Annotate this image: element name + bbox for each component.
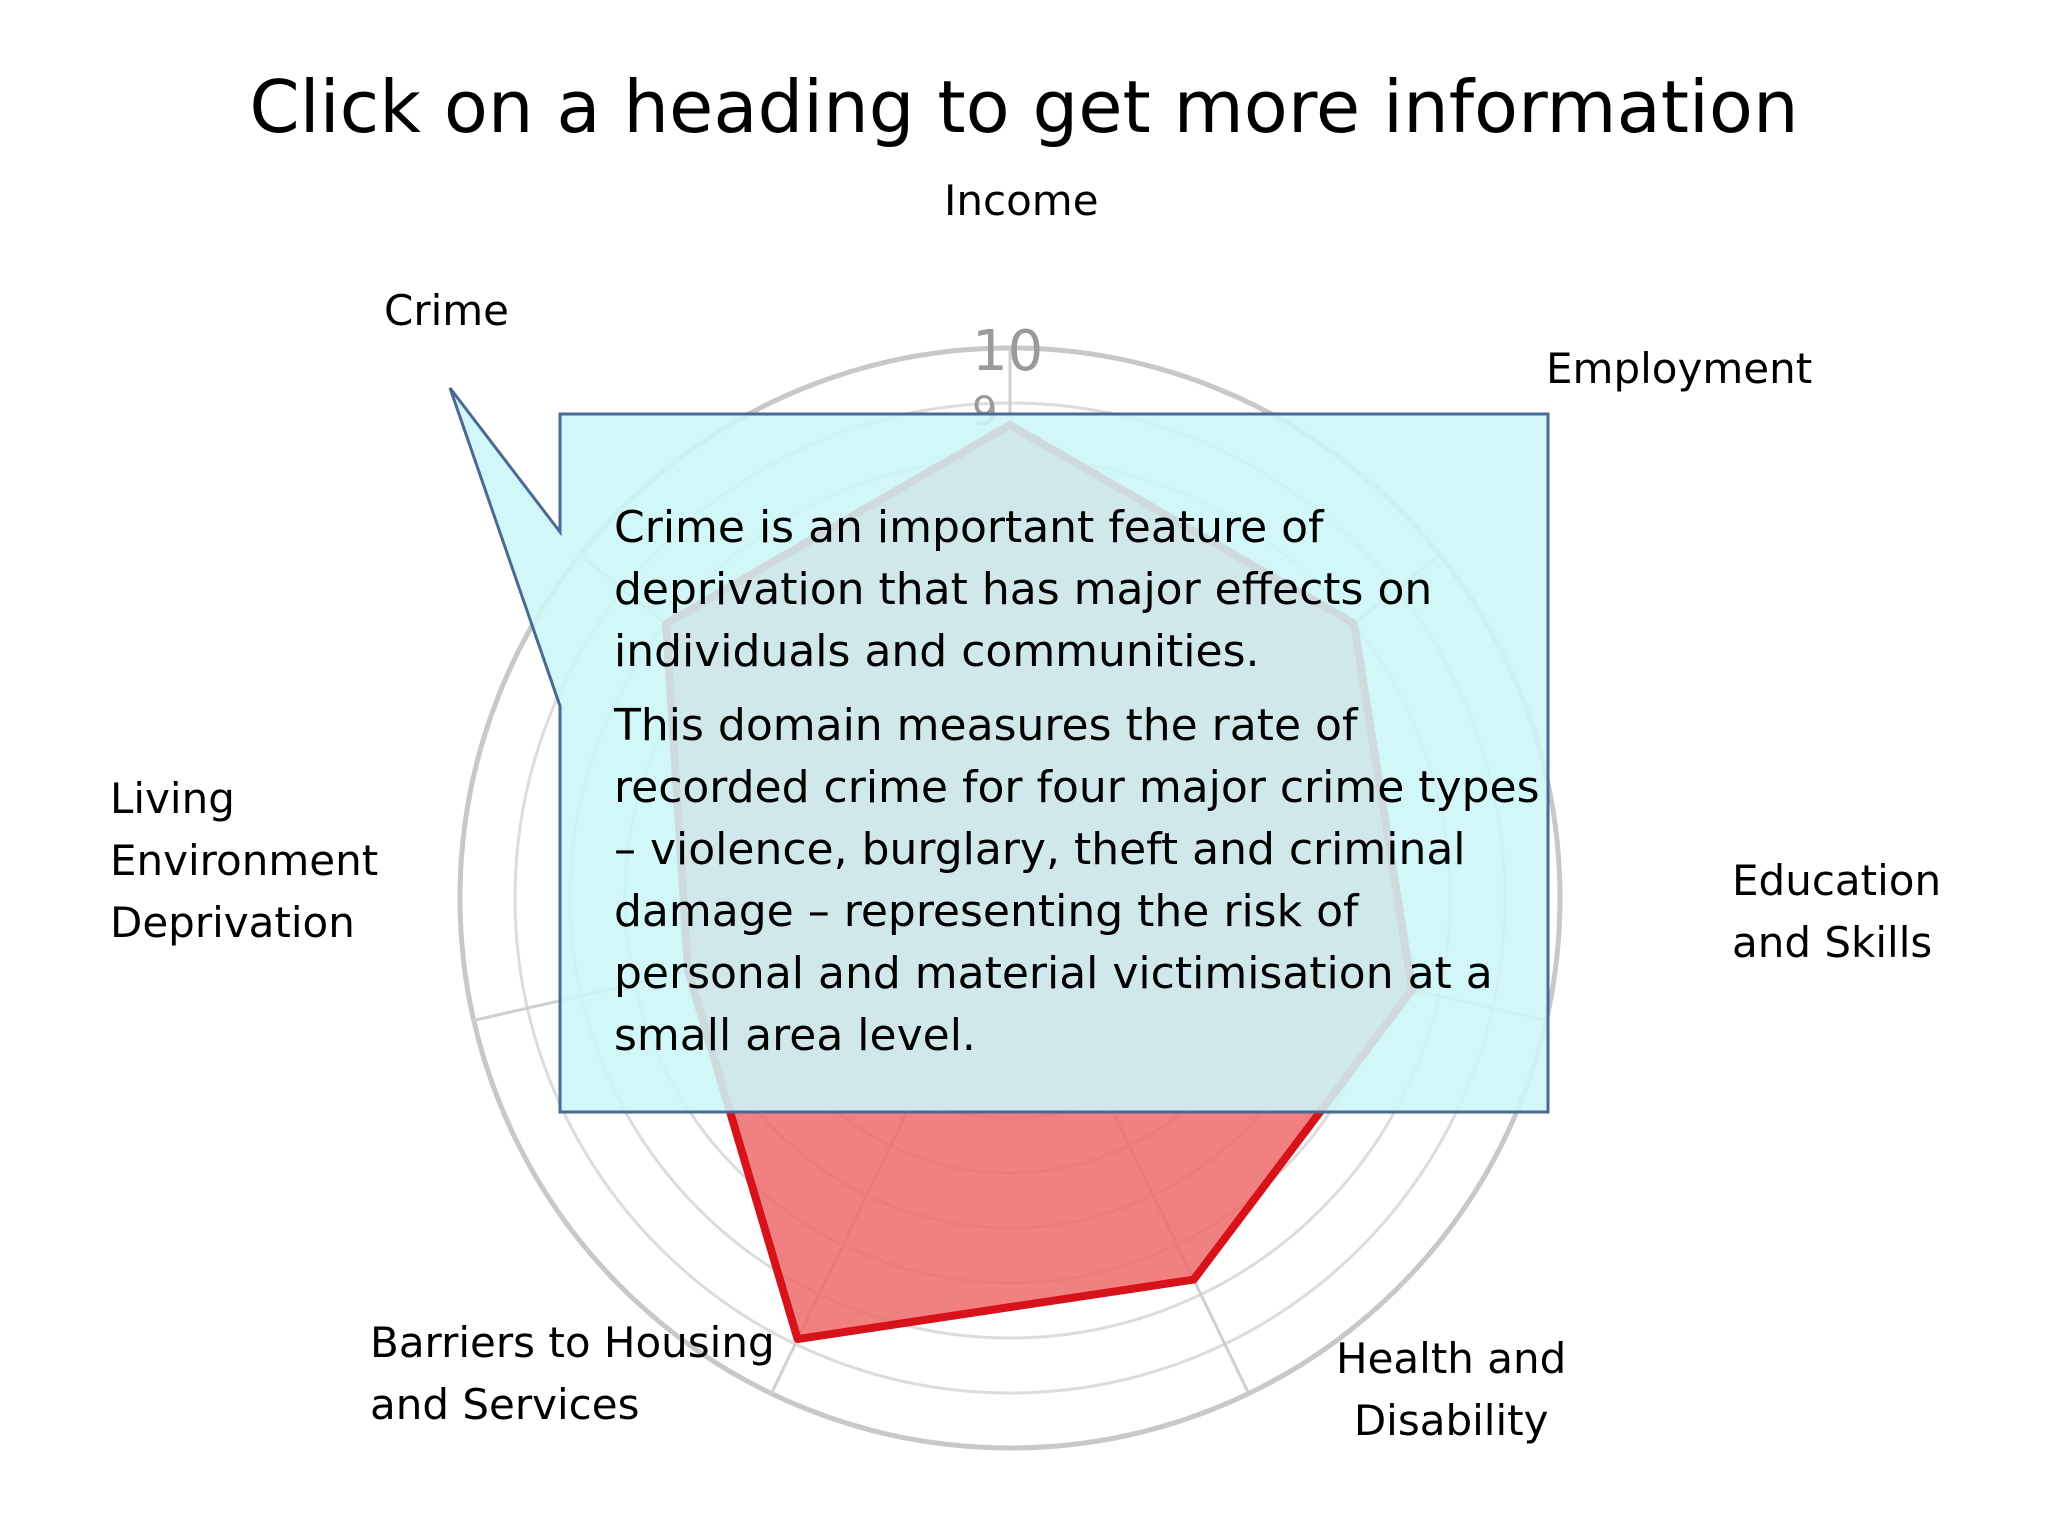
callout-paragraph-1: Crime is an important feature of depriva…: [614, 502, 1433, 677]
tick-label-10: 10: [972, 319, 1043, 384]
heading-education-line2: and Skills: [1732, 918, 1933, 967]
heading-living-line2: Environment: [110, 836, 379, 885]
heading-living-line3: Deprivation: [110, 898, 355, 947]
heading-living-line1: Living: [110, 774, 235, 823]
heading-income[interactable]: Income: [944, 170, 1099, 232]
heading-health-line2: Disability: [1353, 1396, 1549, 1445]
heading-crime-label: Crime: [384, 286, 510, 335]
heading-income-label: Income: [944, 176, 1099, 225]
heading-living-environment[interactable]: Living Environment Deprivation: [110, 768, 378, 954]
data-point-3: [1190, 1276, 1197, 1283]
callout-paragraph-2: This domain measures the rate of recorde…: [614, 700, 1540, 1061]
heading-barriers-line2: and Services: [370, 1380, 640, 1429]
heading-barriers-to-housing[interactable]: Barriers to Housing and Services: [370, 1312, 775, 1436]
heading-employment-label: Employment: [1546, 344, 1813, 393]
heading-barriers-line1: Barriers to Housing: [370, 1318, 775, 1367]
heading-education-line1: Education: [1732, 856, 1942, 905]
heading-crime[interactable]: Crime: [384, 280, 509, 342]
heading-employment[interactable]: Employment: [1546, 338, 1812, 400]
heading-education-and-skills[interactable]: Education and Skills: [1732, 850, 1941, 974]
heading-health-line1: Health and: [1336, 1334, 1567, 1383]
callout-shape: [448, 387, 1550, 1114]
page-title: Click on a heading to get more informati…: [249, 65, 1799, 149]
callout-text: Crime is an important feature of depriva…: [614, 497, 1544, 1067]
data-point-4: [794, 1336, 801, 1343]
heading-health-and-disability[interactable]: Health and Disability: [1336, 1328, 1566, 1452]
